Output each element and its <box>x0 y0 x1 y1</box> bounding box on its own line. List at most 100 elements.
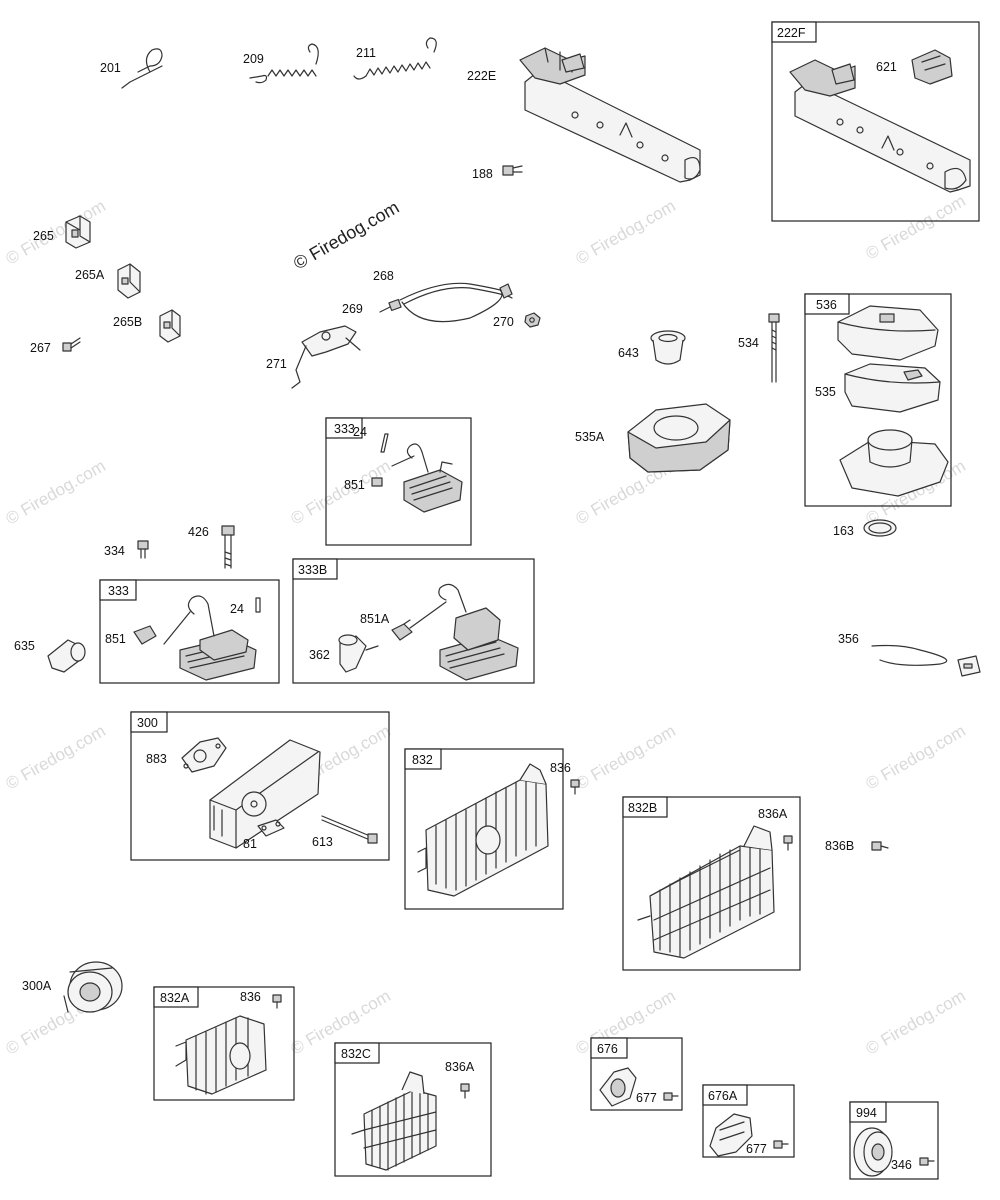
part-356[interactable] <box>871 644 981 677</box>
label-635: 635 <box>14 639 35 653</box>
part-24-lower[interactable] <box>255 597 261 613</box>
label-836B: 836B <box>825 839 854 853</box>
label-851-upper: 851 <box>344 478 365 492</box>
box-300: 300 <box>130 711 390 861</box>
part-994[interactable] <box>853 1127 893 1177</box>
part-24-upper[interactable] <box>380 433 389 453</box>
part-832-guard[interactable] <box>417 763 549 897</box>
box-333-upper: 333 <box>325 417 472 546</box>
part-836B[interactable] <box>871 841 889 851</box>
label-334: 334 <box>104 544 125 558</box>
part-883[interactable] <box>181 737 227 773</box>
part-300A[interactable] <box>63 961 123 1013</box>
watermark: © Firedog.com <box>3 721 109 793</box>
part-832C-guard[interactable] <box>351 1071 437 1171</box>
part-267[interactable] <box>62 337 81 352</box>
box-label-333: 333 <box>108 584 129 598</box>
label-362: 362 <box>309 648 330 662</box>
part-81[interactable] <box>257 819 285 837</box>
part-535[interactable] <box>844 363 941 413</box>
part-676A[interactable] <box>709 1113 753 1157</box>
part-269[interactable] <box>379 298 402 313</box>
part-851A[interactable] <box>391 619 413 641</box>
part-265[interactable] <box>65 215 91 249</box>
part-836-a[interactable] <box>570 779 580 795</box>
part-621[interactable] <box>911 49 953 85</box>
label-883: 883 <box>146 752 167 766</box>
label-265A: 265A <box>75 268 105 282</box>
part-346[interactable] <box>919 1157 935 1166</box>
part-677-b[interactable] <box>773 1140 789 1149</box>
part-300-muffler[interactable] <box>209 739 321 849</box>
watermark: © Firedog.com <box>288 456 394 528</box>
label-836A-b: 836A <box>445 1060 475 1074</box>
label-271: 271 <box>266 357 287 371</box>
box-676: 676 <box>590 1037 683 1111</box>
label-643: 643 <box>618 346 639 360</box>
part-268[interactable] <box>399 282 513 323</box>
part-534[interactable] <box>768 313 780 383</box>
label-268: 268 <box>373 269 394 283</box>
box-label-676A: 676A <box>708 1089 738 1103</box>
label-836A-a: 836A <box>758 807 788 821</box>
box-label-832: 832 <box>412 753 433 767</box>
part-851-upper[interactable] <box>371 477 383 487</box>
part-851-lower[interactable] <box>133 625 157 645</box>
part-209[interactable] <box>249 43 319 84</box>
label-851A: 851A <box>360 612 390 626</box>
part-362[interactable] <box>338 634 379 673</box>
part-211[interactable] <box>353 37 437 80</box>
box-333-lower: 333 <box>99 579 280 684</box>
part-832B-guard[interactable] <box>637 825 775 959</box>
label-211: 211 <box>356 46 376 60</box>
part-426[interactable] <box>221 525 235 569</box>
part-536-cover[interactable] <box>837 305 939 361</box>
label-270: 270 <box>493 315 514 329</box>
part-201[interactable] <box>121 48 163 89</box>
part-333B-coil[interactable] <box>409 583 519 681</box>
box-label-832B: 832B <box>628 801 657 815</box>
part-535A[interactable] <box>627 403 731 473</box>
part-334[interactable] <box>137 540 149 559</box>
part-265A[interactable] <box>117 263 141 299</box>
watermark: © Firedog.com <box>863 721 969 793</box>
part-163[interactable] <box>863 519 897 537</box>
part-271[interactable] <box>291 325 361 389</box>
part-832A-guard[interactable] <box>175 1015 267 1095</box>
part-188[interactable] <box>502 165 523 176</box>
part-333-coil-upper[interactable] <box>391 443 463 513</box>
label-534: 534 <box>738 336 759 350</box>
part-836A-b[interactable] <box>460 1083 470 1099</box>
label-269: 269 <box>342 302 363 316</box>
box-536: 536 <box>804 293 952 507</box>
watermark: © Firedog.com <box>573 721 679 793</box>
part-676[interactable] <box>599 1067 637 1107</box>
part-265B[interactable] <box>159 309 181 343</box>
part-836-b[interactable] <box>272 994 282 1009</box>
label-222E: 222E <box>467 69 496 83</box>
part-222F[interactable] <box>789 59 971 193</box>
label-535: 535 <box>815 385 836 399</box>
part-222E[interactable] <box>519 47 701 183</box>
label-163: 163 <box>833 524 854 538</box>
part-536-base[interactable] <box>839 429 949 497</box>
part-613[interactable] <box>321 815 378 844</box>
box-832: 832 <box>404 748 564 910</box>
box-label-994: 994 <box>856 1106 877 1120</box>
box-832C: 832C <box>334 1042 492 1177</box>
part-643[interactable] <box>650 330 686 365</box>
label-613: 613 <box>312 835 333 849</box>
watermark: © Firedog.com <box>3 456 109 528</box>
label-426: 426 <box>188 525 209 539</box>
label-201: 201 <box>100 61 121 75</box>
part-270[interactable] <box>524 312 541 328</box>
box-label-832A: 832A <box>160 991 190 1005</box>
label-851-lower: 851 <box>105 632 126 646</box>
part-677-a[interactable] <box>663 1092 679 1101</box>
box-label-300: 300 <box>137 716 158 730</box>
part-635[interactable] <box>47 639 86 673</box>
box-333B: 333B <box>292 558 535 684</box>
box-222F: 222F <box>771 21 980 222</box>
part-333-coil-lower[interactable] <box>163 595 257 681</box>
part-836A-a[interactable] <box>783 835 793 851</box>
